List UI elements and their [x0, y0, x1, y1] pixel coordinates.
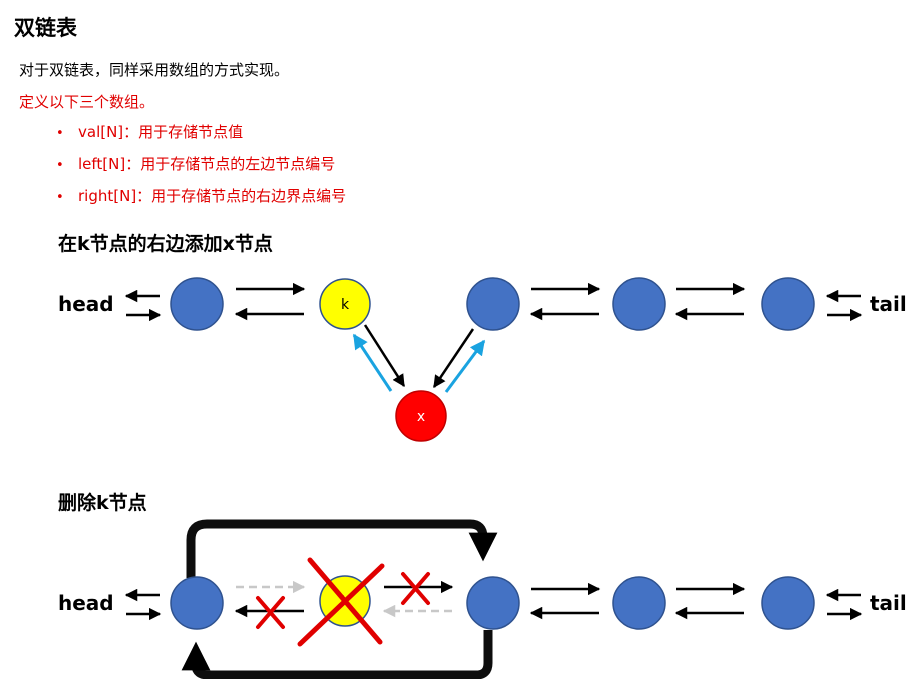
delete-diagram: head tail k	[58, 519, 907, 679]
list-item: • val[N]：用于存储节点值	[56, 120, 346, 152]
cross-icon	[401, 572, 430, 605]
insert-tail-label: tail	[870, 292, 907, 316]
definition-text: 定义以下三个数组。	[19, 93, 155, 111]
array-right-text: right[N]：用于存储节点的右边界点编号	[78, 187, 347, 205]
list-item: • right[N]：用于存储节点的右边界点编号	[56, 184, 346, 216]
arrow-node-to-x	[432, 328, 475, 389]
intro-text: 对于双链表，同样采用数组的方式实现。	[19, 61, 290, 79]
insert-diagram: head tail k x	[58, 277, 907, 442]
node-circle	[466, 277, 520, 331]
list-item: • left[N]：用于存储节点的左边节点编号	[56, 152, 346, 184]
node-circle	[761, 576, 815, 630]
node-circle	[170, 277, 224, 331]
node-k-label: k	[341, 297, 350, 313]
node-circle	[612, 277, 666, 331]
arrow-k-to-x	[363, 324, 406, 388]
bypass-right-arrow	[186, 519, 498, 578]
node-x-circle	[395, 390, 447, 442]
node-circle	[170, 576, 224, 630]
array-val-text: val[N]：用于存储节点值	[78, 123, 244, 141]
node-k-circle	[319, 278, 371, 330]
arrow-x-to-k	[352, 333, 393, 392]
insert-section-title: 在k节点的右边添加x节点	[58, 233, 273, 255]
bullet-icon: •	[56, 190, 64, 205]
bullet-icon: •	[56, 126, 64, 141]
node-circle	[612, 576, 666, 630]
bullet-icon: •	[56, 158, 64, 173]
cross-icon	[256, 596, 285, 629]
insert-head-label: head	[58, 292, 114, 316]
bypass-left-arrow	[181, 630, 493, 679]
delete-tail-label: tail	[870, 591, 907, 615]
array-list: • val[N]：用于存储节点值 • left[N]：用于存储节点的左边节点编号 •…	[56, 120, 346, 216]
delete-head-label: head	[58, 591, 114, 615]
arrow-x-to-node	[444, 339, 486, 393]
page-title: 双链表	[14, 16, 77, 40]
delete-section-title: 删除k节点	[58, 492, 147, 514]
node-x-label: x	[417, 409, 425, 425]
node-circle	[466, 576, 520, 630]
array-left-text: left[N]：用于存储节点的左边节点编号	[78, 155, 336, 173]
node-circle	[761, 277, 815, 331]
cross-icon	[297, 557, 385, 647]
